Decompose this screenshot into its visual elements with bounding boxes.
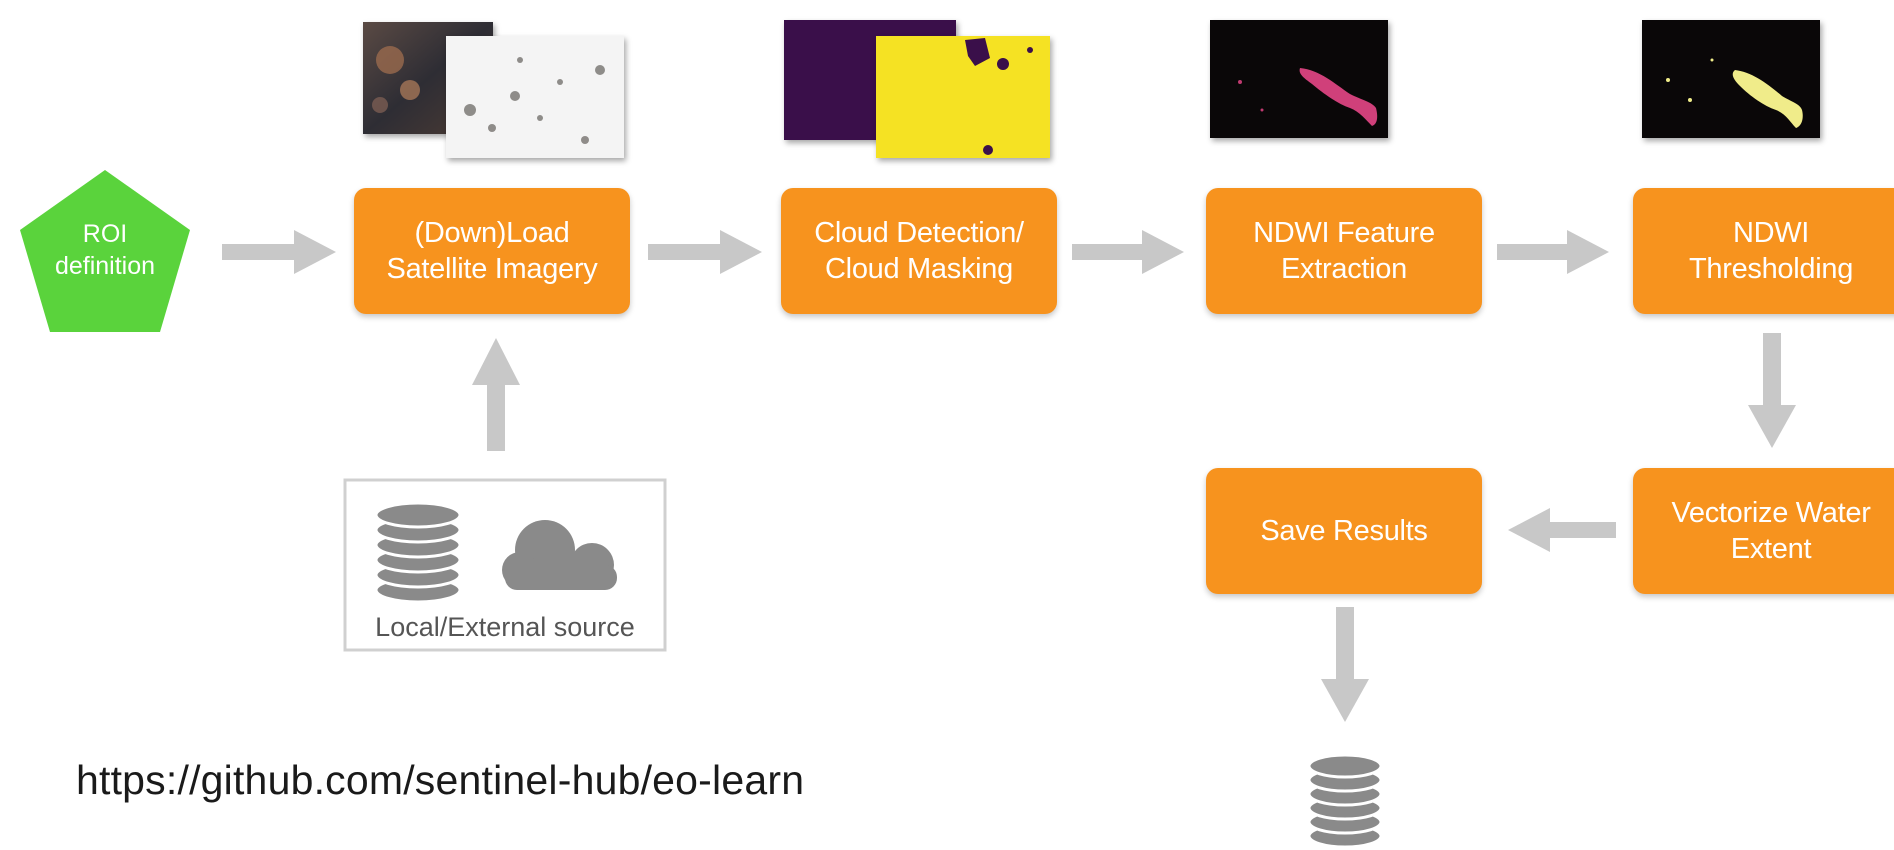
step-ndwi-feature-extraction: NDWI Feature Extraction [1206,188,1482,314]
arrow-roi-to-load [222,230,336,274]
database-icon [1307,753,1383,849]
step-vectorize-label: Vectorize Water Extent [1671,497,1871,565]
step-ndwi-thresholding: NDWI Thresholding [1633,188,1894,314]
cloud-icon [502,520,617,590]
roi-start-shape [20,170,190,332]
ndwi-threshold-thumbnail [1642,20,1820,138]
arrow-cloud-to-ndwi-feature [1072,230,1184,274]
source-label: Local/External source [375,612,635,642]
step-save-results: Save Results [1206,468,1482,594]
step-cloud-label: Cloud Detection/ Cloud Masking [814,217,1024,285]
flow-arrows [222,230,1796,722]
step-vectorize-water-extent: Vectorize Water Extent [1633,468,1894,594]
step-save-label: Save Results [1260,515,1428,547]
step-load-satellite-imagery: (Down)Load Satellite Imagery [354,188,630,314]
arrow-threshold-to-vectorize [1748,333,1796,448]
step-ndwi-feature-label: NDWI Feature Extraction [1253,217,1435,285]
arrow-ndwi-feature-to-threshold [1497,230,1609,274]
ndwi-feature-thumbnail [1210,20,1388,138]
arrow-save-to-output [1321,607,1369,722]
step-cloud-detection: Cloud Detection/ Cloud Masking [781,188,1057,314]
satellite-thumbnail [363,22,624,158]
arrow-vectorize-to-save [1508,508,1616,552]
database-icon [374,501,462,604]
step-load-label: (Down)Load Satellite Imagery [386,217,598,285]
cloud-mask-thumbnail [784,20,1050,158]
step-ndwi-threshold-label: NDWI Thresholding [1688,217,1854,285]
roi-definition-label: ROI definition [54,220,156,280]
repository-url: https://github.com/sentinel-hub/eo-learn [76,757,805,803]
arrow-load-to-cloud [648,230,762,274]
arrow-source-to-load [472,338,520,451]
